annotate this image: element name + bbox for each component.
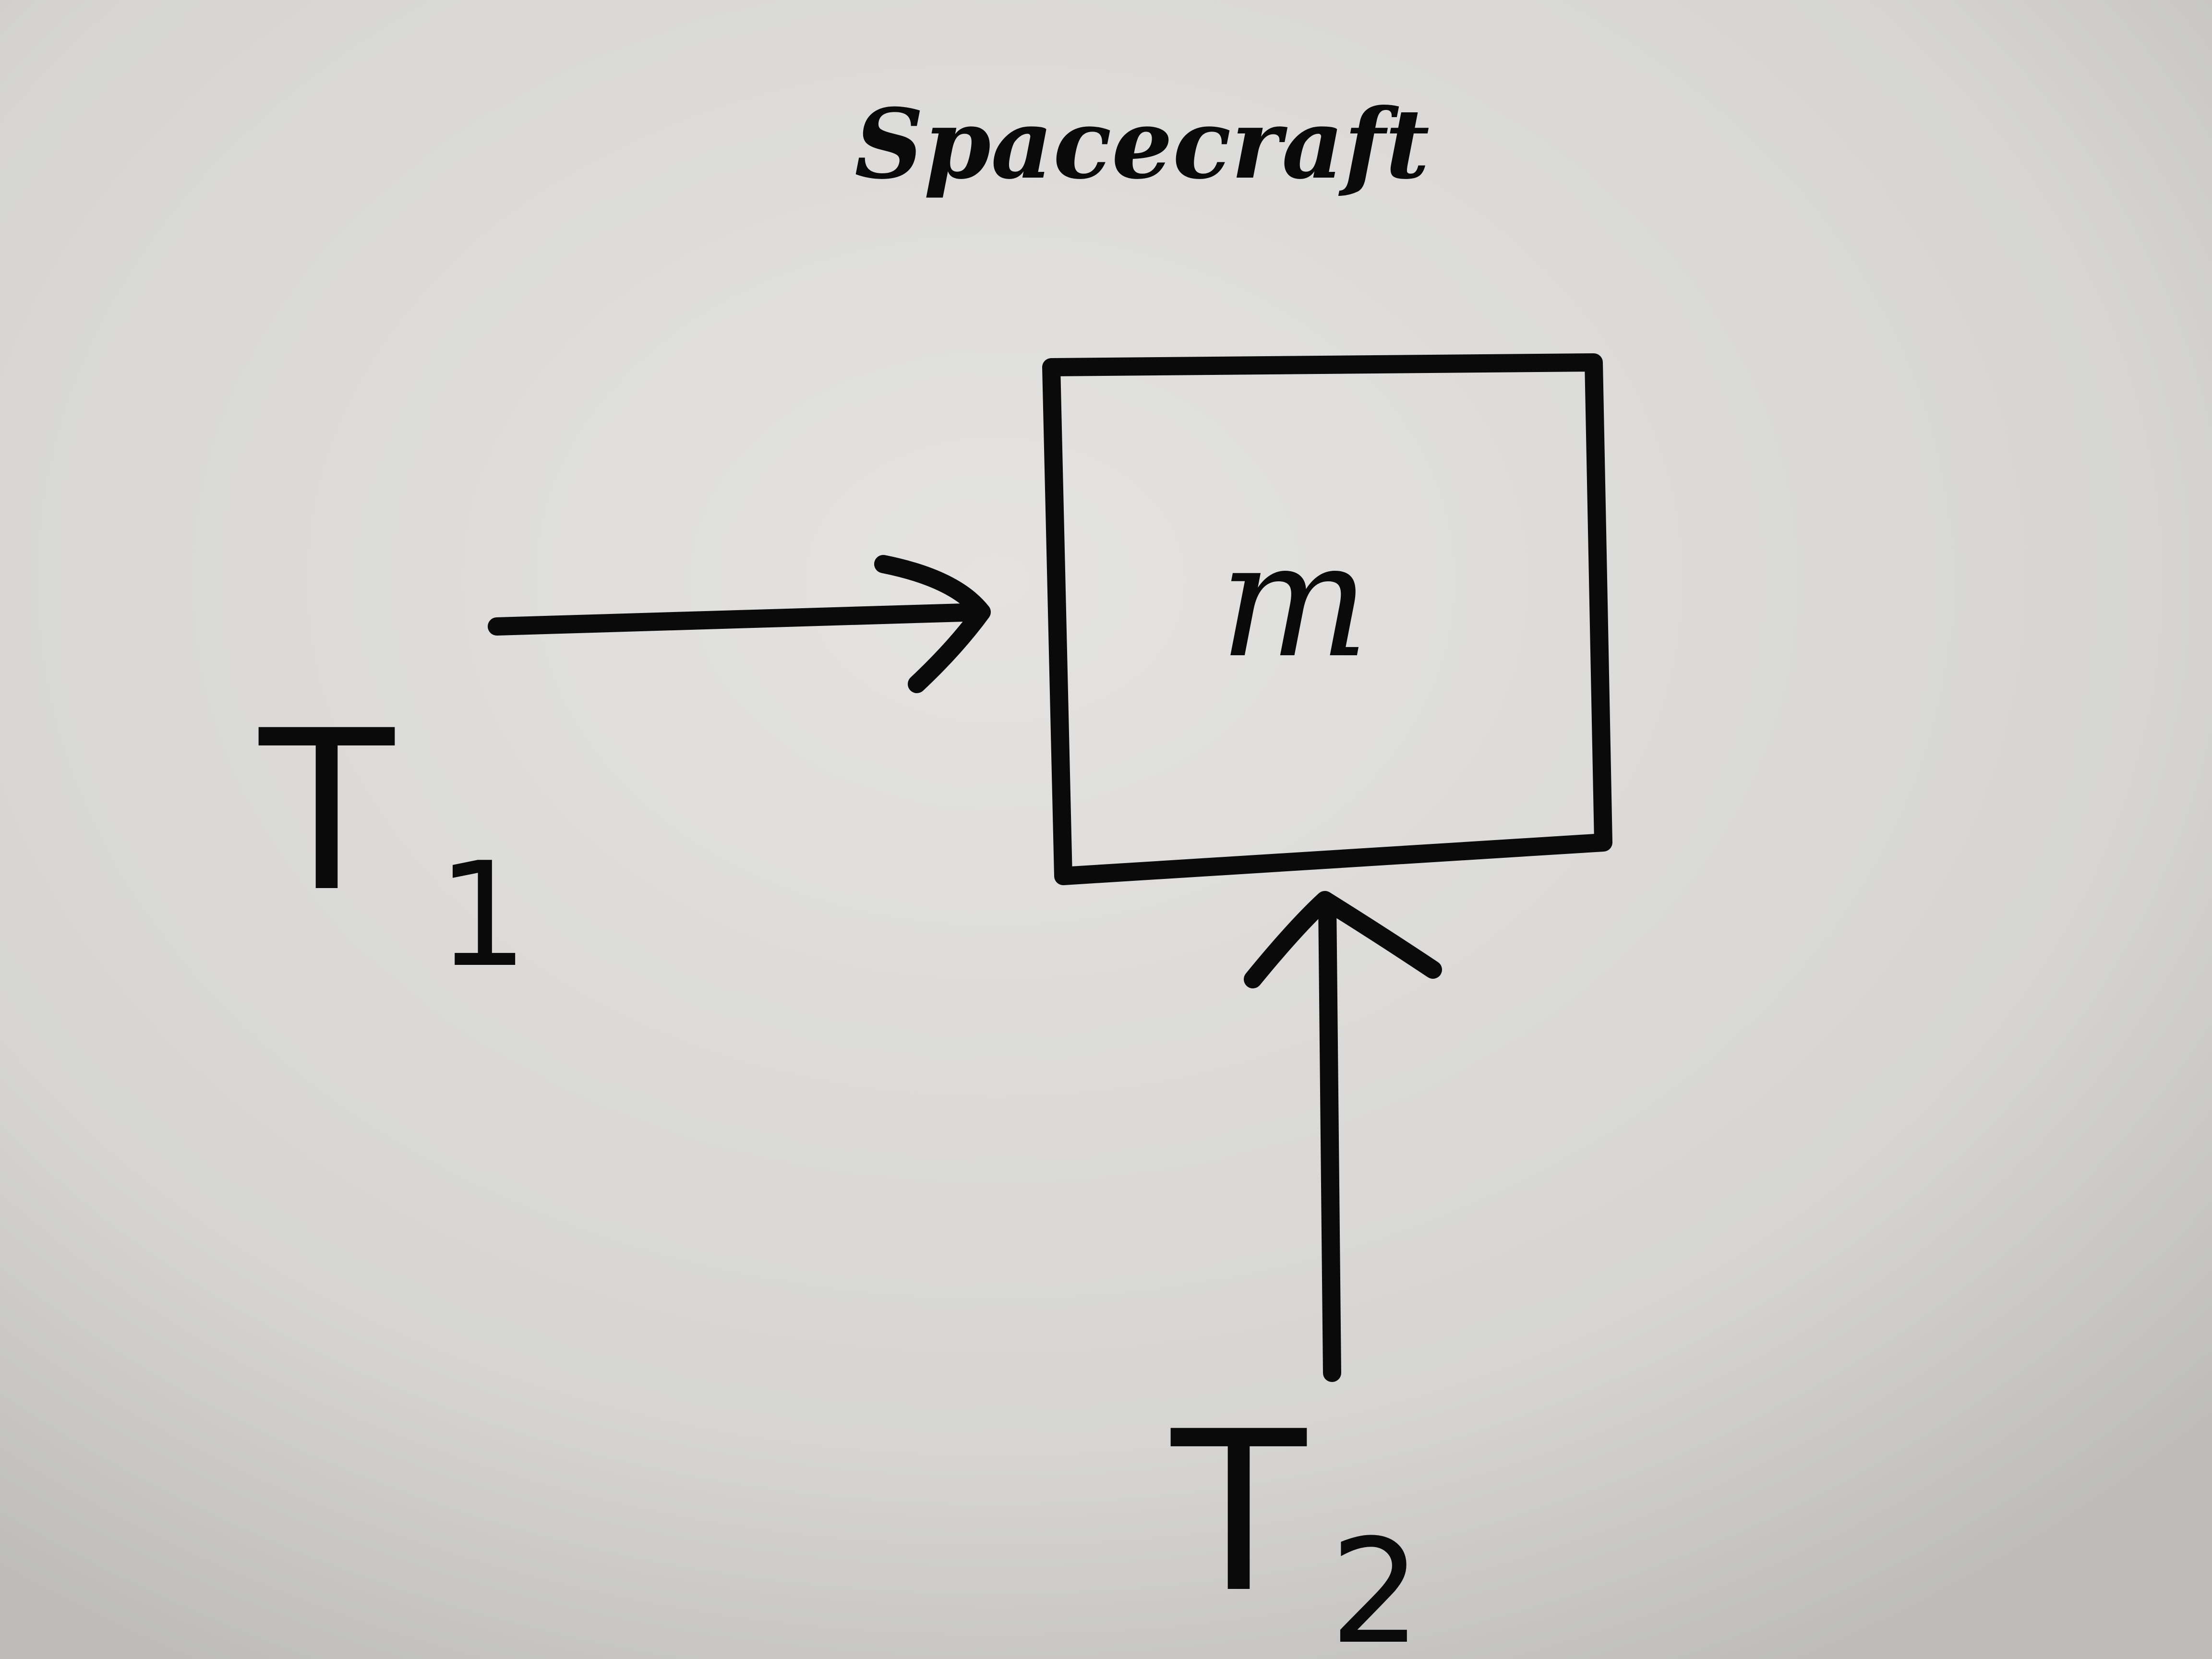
spacecraft-box [1042, 353, 1612, 885]
svg-text:1: 1 [437, 831, 529, 999]
svg-text:2: 2 [1330, 1508, 1421, 1659]
svg-text:T: T [256, 684, 397, 940]
svg-text:T: T [1168, 1384, 1310, 1641]
t1-arrow [488, 555, 991, 693]
diagram-title: Spacecraft [854, 88, 1430, 201]
t2-arrow [1244, 891, 1442, 1382]
mass-label: m [1219, 508, 1370, 693]
t1-label: T 1 [256, 684, 529, 999]
t2-label: T 2 [1168, 1384, 1421, 1659]
